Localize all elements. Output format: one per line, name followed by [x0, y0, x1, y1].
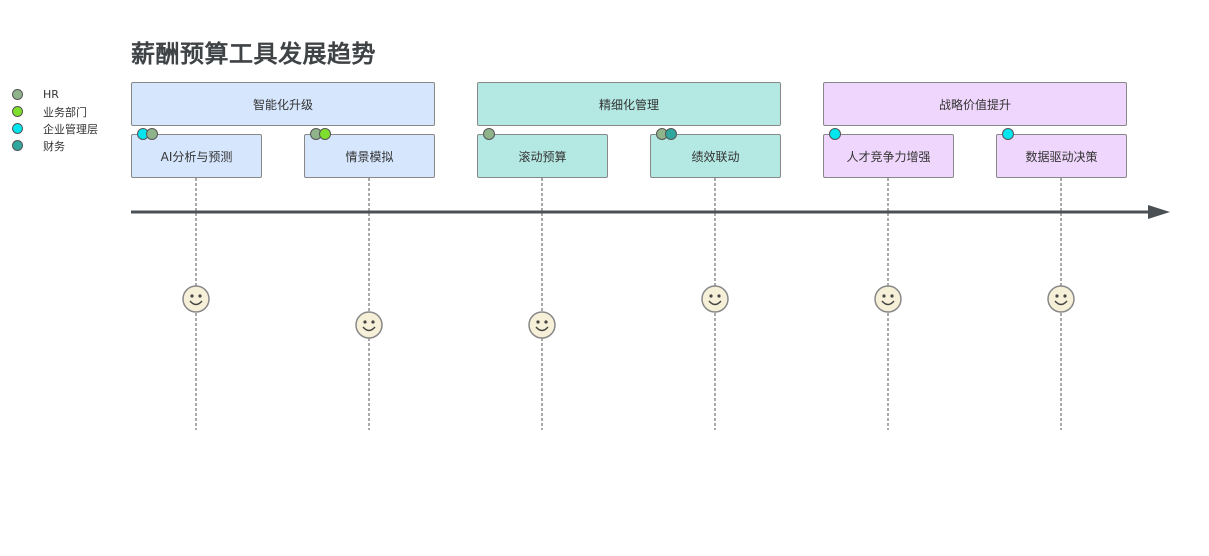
page-title: 薪酬预算工具发展趋势	[131, 40, 376, 68]
stakeholder-dot-finance	[665, 128, 677, 140]
legend-dot-business	[12, 106, 23, 117]
smiley-icon	[528, 311, 556, 339]
stakeholder-dot-management	[1002, 128, 1014, 140]
item-box-performance-link: 绩效联动	[650, 134, 781, 178]
item-box-data-driven: 数据驱动决策	[996, 134, 1127, 178]
stakeholder-dot-business	[319, 128, 331, 140]
legend-label: 财务	[43, 139, 65, 153]
legend-label: 企业管理层	[43, 122, 98, 136]
item-box-rolling-budget: 滚动预算	[477, 134, 608, 178]
phase-box-refined: 精细化管理	[477, 82, 781, 126]
item-box-scenario-simulation: 情景模拟	[304, 134, 435, 178]
legend-dot-finance	[12, 140, 23, 151]
stakeholder-dot-hr	[483, 128, 495, 140]
stakeholder-dot-management	[829, 128, 841, 140]
smiley-icon	[355, 311, 383, 339]
item-box-talent-competitiveness: 人才竞争力增强	[823, 134, 954, 178]
legend: HR 业务部门 企业管理层 财务	[12, 86, 98, 154]
legend-item-hr: HR	[12, 86, 98, 103]
legend-label: HR	[43, 88, 59, 101]
legend-dot-hr	[12, 89, 23, 100]
legend-label: 业务部门	[43, 105, 87, 119]
phase-box-intelligent: 智能化升级	[131, 82, 435, 126]
legend-item-business: 业务部门	[12, 103, 98, 120]
smiley-icon	[701, 285, 729, 313]
smiley-icon	[874, 285, 902, 313]
smiley-icon	[182, 285, 210, 313]
legend-dot-management	[12, 123, 23, 134]
legend-item-finance: 财务	[12, 137, 98, 154]
legend-item-management: 企业管理层	[12, 120, 98, 137]
phase-box-strategic: 战略价值提升	[823, 82, 1127, 126]
stakeholder-dot-hr	[146, 128, 158, 140]
item-box-ai-analysis: AI分析与预测	[131, 134, 262, 178]
smiley-icon	[1047, 285, 1075, 313]
timeline-arrowhead	[1148, 205, 1170, 219]
